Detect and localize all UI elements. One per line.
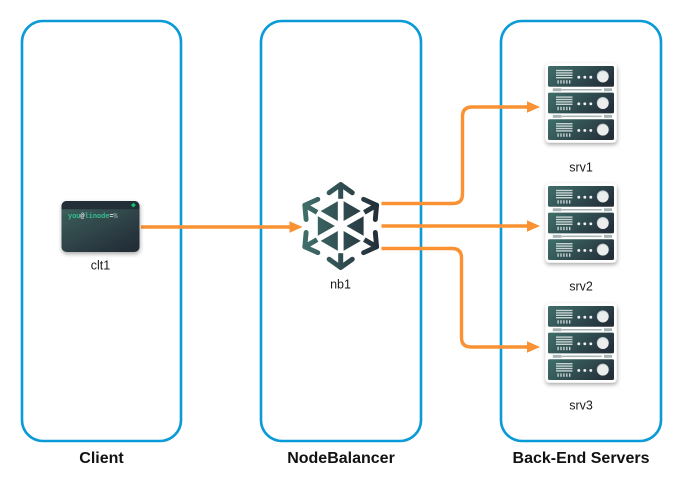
- svg-text:Client: Client: [79, 450, 124, 467]
- svg-text:clt1: clt1: [91, 259, 111, 273]
- svg-text:srv2: srv2: [569, 280, 593, 294]
- svg-text:nb1: nb1: [330, 278, 351, 292]
- svg-text:NodeBalancer: NodeBalancer: [287, 450, 395, 467]
- svg-text:srv3: srv3: [569, 399, 593, 413]
- svg-text:you@linode=%: you@linode=%: [68, 213, 119, 221]
- svg-text:Back-End Servers: Back-End Servers: [513, 450, 650, 467]
- svg-text:srv1: srv1: [569, 161, 593, 175]
